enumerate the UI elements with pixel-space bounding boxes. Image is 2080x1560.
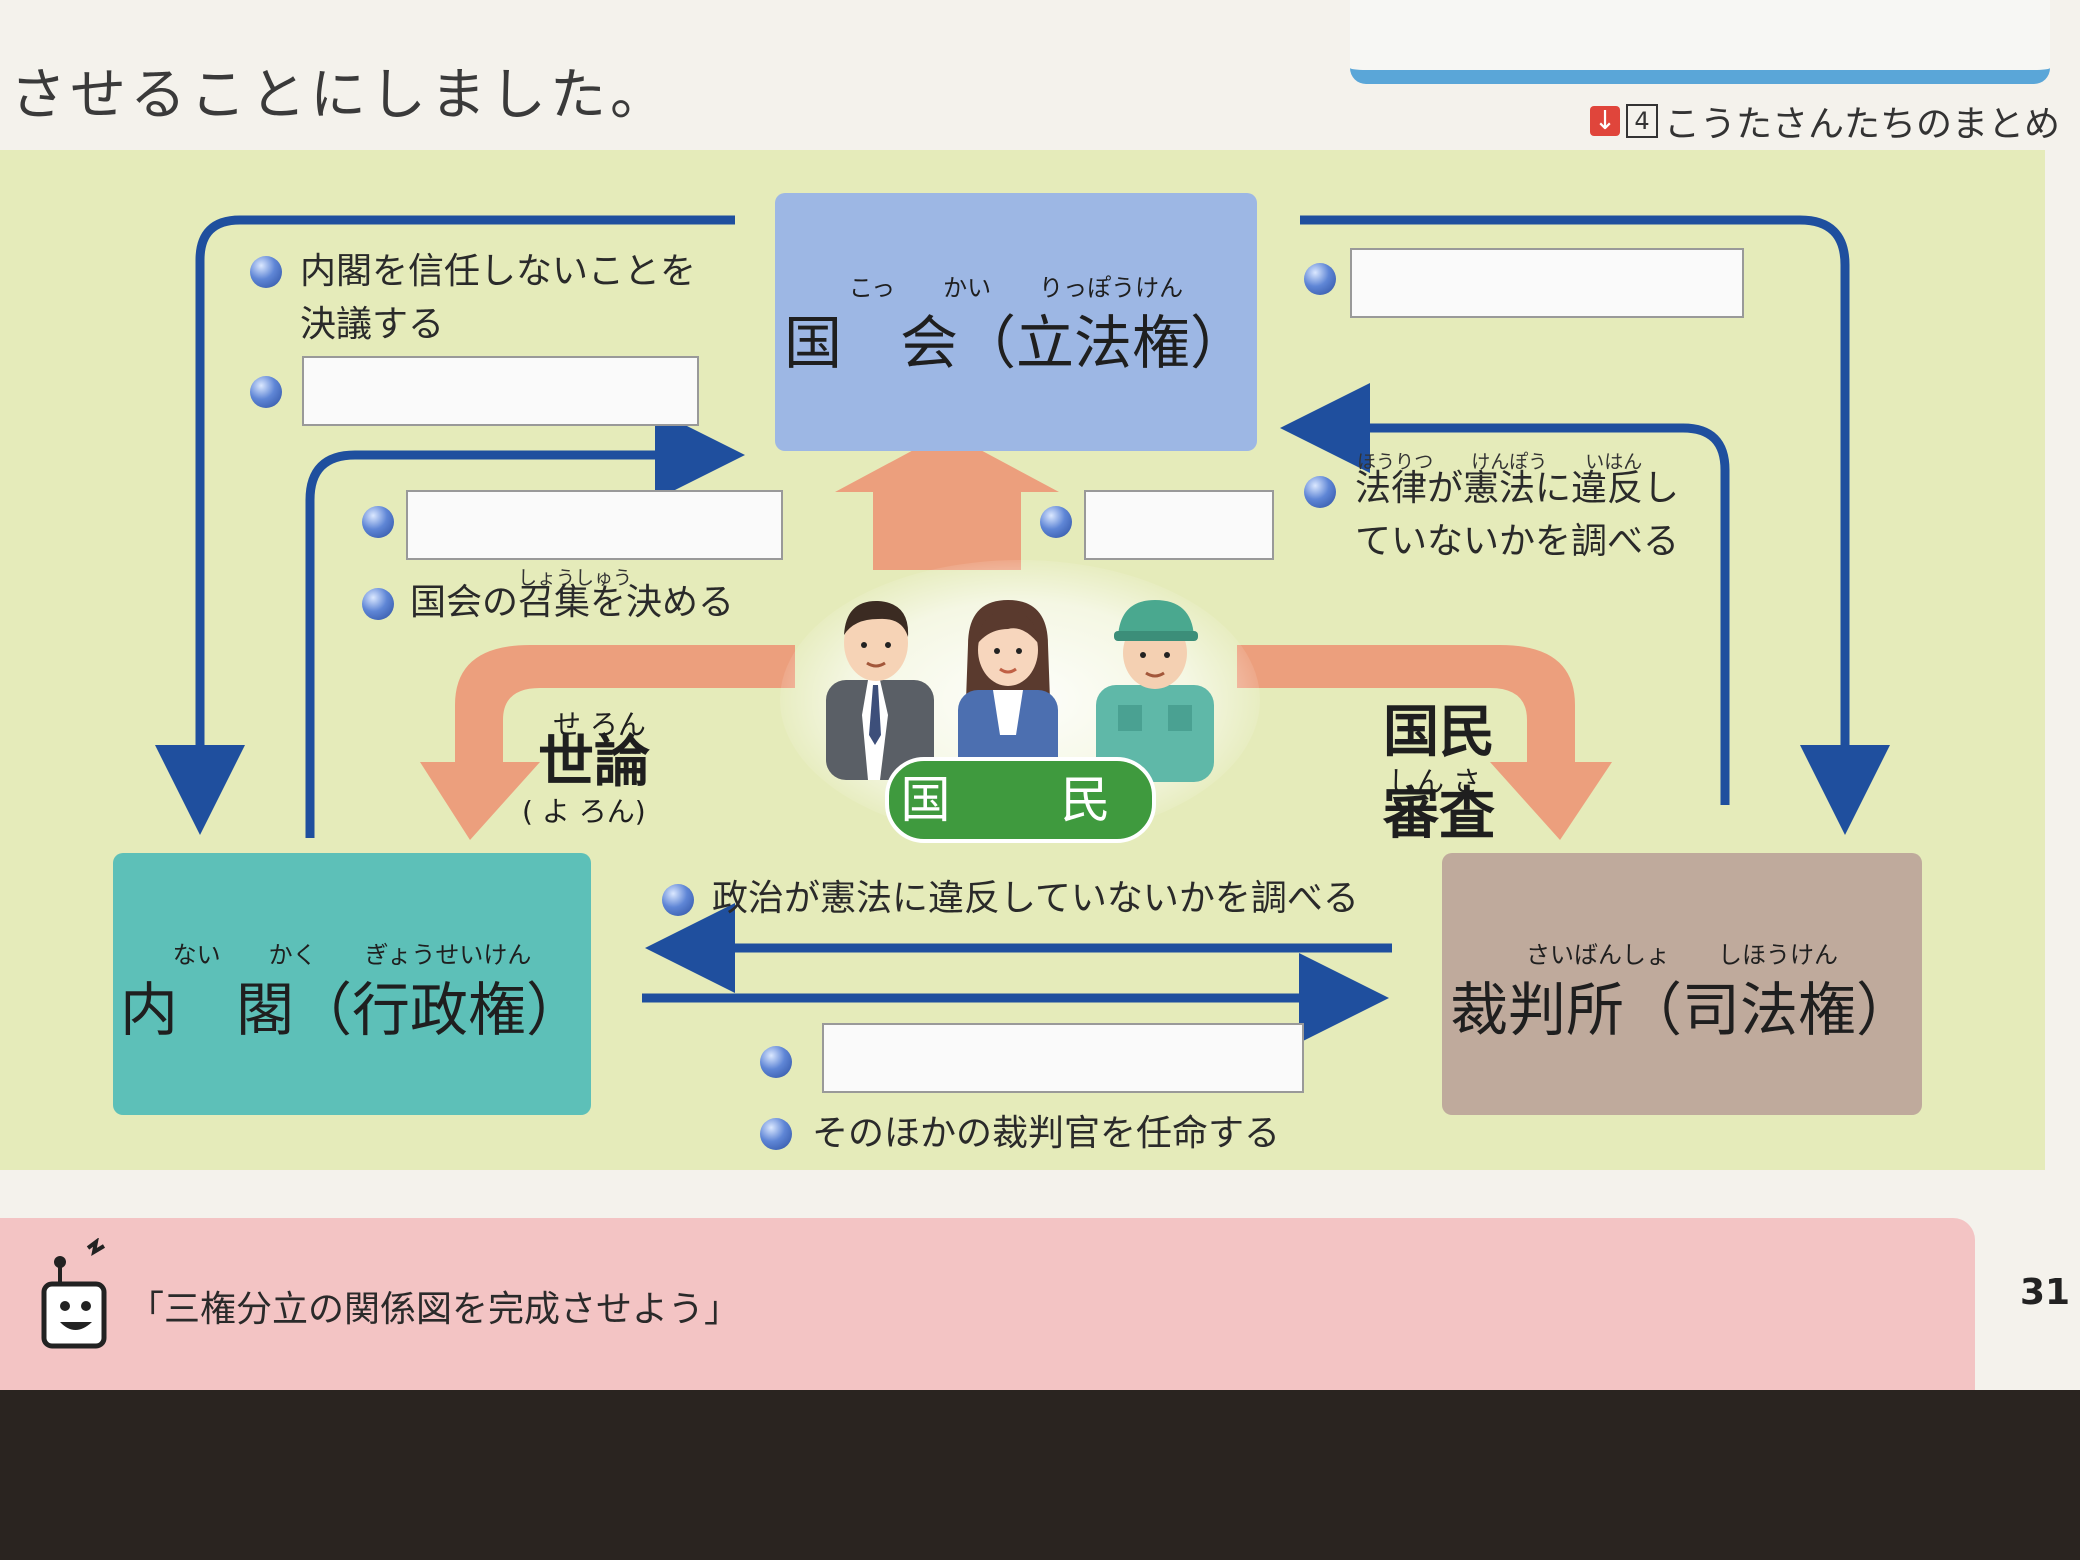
public-opinion-ruby: せ ろん bbox=[553, 708, 646, 741]
bullet-icon bbox=[362, 588, 394, 620]
bullet-icon bbox=[250, 256, 282, 288]
label-check-laws-2: ていないかを調べる bbox=[1355, 521, 1680, 562]
arrow-diet-to-court bbox=[1300, 215, 1890, 835]
top-note-box bbox=[1350, 0, 2050, 84]
bullet-icon bbox=[250, 376, 282, 408]
bullet-icon bbox=[662, 884, 694, 916]
down-arrow-icon: ↓ bbox=[1590, 106, 1620, 136]
bullet-icon bbox=[1304, 476, 1336, 508]
people-illustration bbox=[826, 600, 1214, 782]
court-box: さいばんしょ しほうけん 裁判所（司法権） bbox=[1442, 853, 1922, 1115]
public-opinion-alt-reading: ( よ ろん) bbox=[522, 795, 646, 828]
bullet-icon bbox=[760, 1118, 792, 1150]
diet-box: こっ かい りっぽうけん 国 会（立法権） bbox=[775, 193, 1257, 451]
public-opinion-label: 世論 bbox=[538, 730, 650, 795]
activity-caption: 「三権分立の関係図を完成させよう」 bbox=[128, 1289, 741, 1330]
national-review-line1: 国民 bbox=[1383, 700, 1495, 765]
blank-answer-box-3[interactable] bbox=[1084, 490, 1274, 560]
arrow-cabinet-to-diet bbox=[305, 410, 745, 838]
arrow-court-to-diet bbox=[1280, 383, 1730, 805]
blank-answer-box-2[interactable] bbox=[406, 490, 783, 560]
cabinet-title: 内 閣（行政権） bbox=[119, 976, 584, 1044]
summary-title: こうたさんたちのまとめ bbox=[1664, 104, 2061, 145]
label-check-politics: 政治が憲法に違反していないかを調べる bbox=[712, 878, 1359, 919]
arrow-diet-to-cabinet bbox=[155, 215, 735, 835]
label-no-confidence-2: 決議する bbox=[300, 304, 445, 345]
activity-band bbox=[0, 1218, 1975, 1390]
cabinet-box: ない かく ぎょうせいけん 内 閣（行政権） bbox=[113, 853, 591, 1115]
national-review-line2: 審査 bbox=[1383, 782, 1495, 847]
people-label: 国 民 bbox=[885, 757, 1156, 843]
diet-title: 国 会（立法権） bbox=[783, 309, 1248, 377]
arrow-people-to-diet bbox=[835, 432, 1059, 570]
blank-answer-box-4[interactable] bbox=[1350, 248, 1744, 318]
worker-icon bbox=[1096, 600, 1214, 782]
arrow-people-to-court bbox=[1237, 645, 1612, 840]
diagram-arrows bbox=[155, 215, 1890, 1043]
robot-mascot-icon bbox=[41, 1238, 107, 1349]
bullet-icon bbox=[1304, 263, 1336, 295]
page-number: 31 bbox=[2020, 1272, 2071, 1313]
woman-icon bbox=[958, 600, 1058, 782]
label-no-confidence-1: 内閣を信任しないことを bbox=[300, 251, 697, 292]
top-text: させることにしました。 bbox=[10, 63, 670, 128]
diet-ruby: こっ かい りっぽうけん bbox=[848, 274, 1184, 302]
bullet-icon bbox=[760, 1046, 792, 1078]
summary-reference[interactable]: ↓ 4 こうたさんたちのまとめ bbox=[1590, 95, 2060, 147]
court-title: 裁判所（司法権） bbox=[1449, 976, 1914, 1044]
blank-answer-box-5[interactable] bbox=[822, 1023, 1304, 1093]
summary-number: 4 bbox=[1626, 104, 1658, 138]
national-review-ruby: しん さ bbox=[1388, 765, 1481, 798]
label-appoint-judges: そのほかの裁判官を任命する bbox=[812, 1113, 1281, 1154]
court-ruby: さいばんしょ しほうけん bbox=[1526, 941, 1838, 969]
blank-answer-box-1[interactable] bbox=[302, 356, 699, 426]
arrow-people-to-cabinet bbox=[420, 645, 795, 840]
textbook-page: させることにしました。 ↓ 4 こうたさんたちのまとめ こっ bbox=[0, 0, 2080, 1390]
man-in-suit-icon bbox=[826, 600, 934, 780]
label-convene-diet: 国会の召集を決める bbox=[410, 582, 735, 623]
check-laws-ruby: ほうりつ けんぽう いはん bbox=[1357, 451, 1643, 473]
label-check-laws-1: 法律が憲法に違反し bbox=[1355, 468, 1680, 509]
convene-ruby: しょうしゅう bbox=[518, 567, 633, 589]
bullet-icon bbox=[362, 506, 394, 538]
bullet-icon bbox=[1040, 506, 1072, 538]
cabinet-ruby: ない かく ぎょうせいけん bbox=[172, 941, 532, 969]
